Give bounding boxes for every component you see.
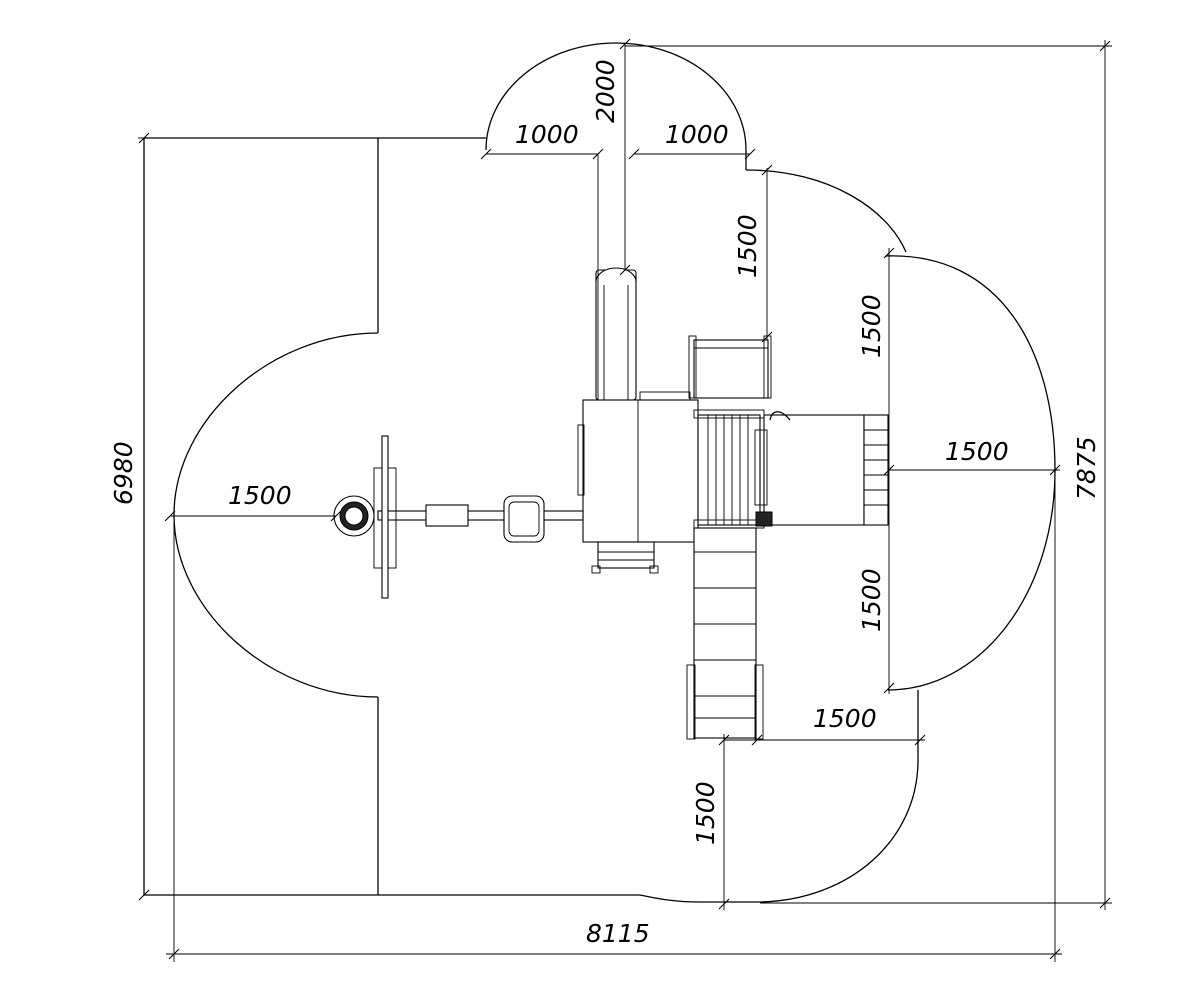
dim-overall-height-left: 6980: [109, 441, 138, 505]
dim-right-mid-width: 1500: [945, 437, 1009, 466]
dim-bottom-depth: 1500: [691, 781, 720, 845]
dim-overall-height-right: 7875: [1072, 436, 1101, 500]
dim-right-upper-depth: 1500: [733, 214, 762, 278]
dim-top-depth: 2000: [591, 59, 620, 123]
dimension-lines: [138, 38, 1112, 962]
dim-left-width: 1500: [228, 481, 292, 510]
bridge-planks: [707, 415, 749, 525]
dim-right-mid-upper: 1500: [857, 294, 886, 358]
dimension-labels: 1000 1000 2000 1500 1500 1500 1500 1500 …: [109, 59, 1101, 948]
safety-zone-outline: [143, 42, 1056, 903]
dim-right-mid-lower: 1500: [857, 568, 886, 632]
dim-top-right-width: 1000: [665, 120, 729, 149]
dim-bottom-right-width: 1500: [813, 704, 877, 733]
dim-overall-width: 8115: [586, 919, 650, 948]
dim-top-left-width: 1000: [515, 120, 579, 149]
playground-equipment: [333, 267, 889, 740]
